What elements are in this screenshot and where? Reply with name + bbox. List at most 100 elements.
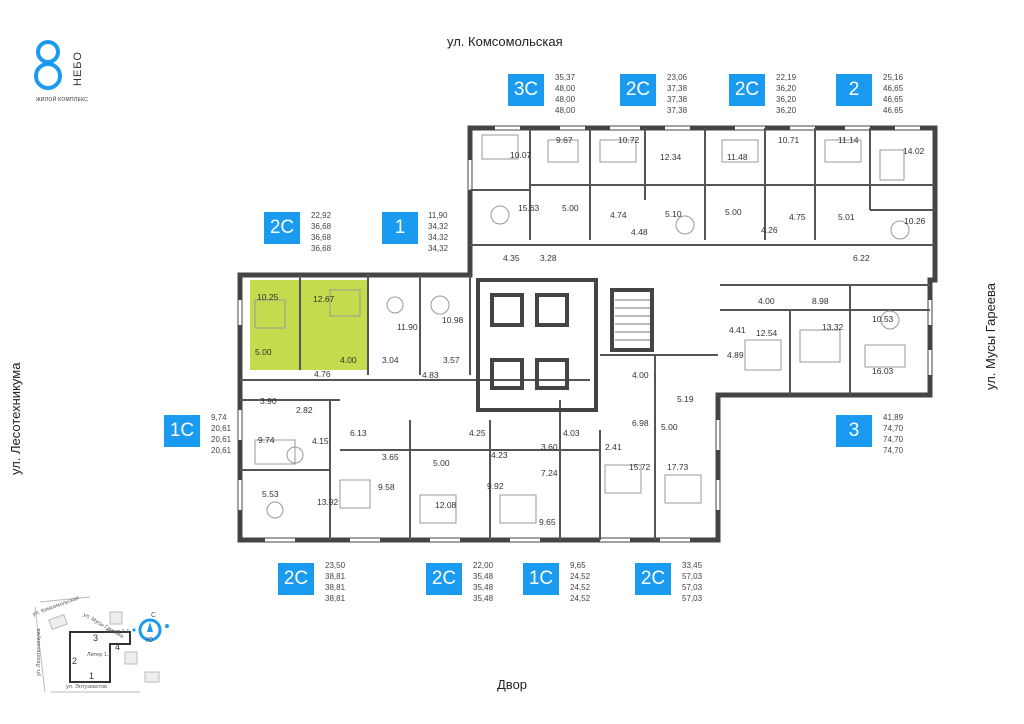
- badge-apt-3-right[interactable]: 3: [836, 415, 872, 447]
- room-area: 10.71: [778, 135, 800, 145]
- room-area: 13.32: [822, 322, 844, 332]
- room-area: 4.74: [610, 210, 627, 220]
- minimap-section-3: 3: [93, 633, 99, 643]
- interior-walls: [240, 128, 935, 540]
- room-area: 6.13: [350, 428, 367, 438]
- room-area: 4.76: [314, 369, 331, 379]
- stair-lines: [615, 299, 650, 341]
- badge-apt-2c-bottom-c[interactable]: 2С: [635, 563, 671, 595]
- minimap-section-4: 4: [115, 642, 121, 652]
- room-area: 4.00: [340, 355, 357, 365]
- room-area: 4.41: [729, 325, 746, 335]
- room-area: 6.22: [853, 253, 870, 263]
- room-area: 5.00: [433, 458, 450, 468]
- minimap-street-lesotehnikuma: ул. Лесотехникума: [36, 628, 42, 676]
- badge-apt-2c-bottom-a[interactable]: 2С: [278, 563, 314, 595]
- furniture: [254, 134, 910, 524]
- street-south: Двор: [497, 677, 528, 692]
- room-area: 6.98: [632, 418, 649, 428]
- room-area: 2.82: [296, 405, 313, 415]
- room-area: 10.25: [257, 292, 279, 302]
- room-area: 4.15: [312, 436, 329, 446]
- logo-mark: [34, 40, 62, 90]
- room-area: 12.67: [313, 294, 335, 304]
- badge-apt-2c-top-b[interactable]: 2С: [729, 74, 765, 106]
- room-area: 5.10: [665, 209, 682, 219]
- room-area: 16.03: [872, 366, 894, 376]
- room-area: 4.35: [503, 253, 520, 263]
- minimap-street-entuziastov: ул. Энтузиастов: [66, 684, 108, 690]
- windows: [238, 126, 932, 542]
- building-core: [476, 278, 654, 412]
- minimap-graphic: [34, 596, 169, 693]
- room-area: 15.72: [629, 462, 651, 472]
- room-area: 4.89: [727, 350, 744, 360]
- room-area: 2.41: [605, 442, 622, 452]
- room-area: 9.92: [487, 481, 504, 491]
- room-area: 12.34: [660, 152, 682, 162]
- room-area: 9.65: [539, 517, 556, 527]
- room-area: 17.73: [667, 462, 689, 472]
- room-area: 4.00: [632, 370, 649, 380]
- room-area: 5.00: [725, 207, 742, 217]
- room-area: 3.04: [382, 355, 399, 365]
- minimap-liter-1-1: Литер 1.1: [105, 629, 130, 635]
- badge-apt-1c-bottom[interactable]: 1С: [523, 563, 559, 595]
- room-area: 11.48: [727, 152, 748, 162]
- room-area: 4.23: [491, 450, 508, 460]
- room-area: 4.83: [422, 370, 439, 380]
- compass-south: Ю: [146, 637, 154, 644]
- room-area: 3.90: [260, 396, 277, 406]
- room-area: 5.01: [838, 212, 855, 222]
- minimap-section-2: 2: [72, 656, 78, 666]
- logo-subtitle: ЖИЛОЙ КОМПЛЕКС: [36, 97, 89, 103]
- badge-apt-3c-top[interactable]: 3С: [508, 74, 544, 106]
- compass-north: С: [151, 612, 157, 619]
- room-area: 14.02: [903, 146, 925, 156]
- room-area: 13.92: [317, 497, 339, 507]
- room-area: 10.72: [618, 135, 640, 145]
- room-area: 12.54: [756, 328, 778, 338]
- room-area: 3.57: [443, 355, 460, 365]
- badge-apt-2c-left[interactable]: 2С: [264, 212, 300, 244]
- badge-apt-1c-left[interactable]: 1С: [164, 415, 200, 447]
- room-area: 7.24: [541, 468, 558, 478]
- badge-apt-1[interactable]: 1: [382, 212, 418, 244]
- room-area: 4.26: [761, 225, 778, 235]
- badge-apt-2-top[interactable]: 2: [836, 74, 872, 106]
- room-area: 3.60: [541, 442, 558, 452]
- badge-apt-2c-top-a[interactable]: 2С: [620, 74, 656, 106]
- room-area: 10.26: [904, 216, 926, 226]
- room-area: 5.19: [677, 394, 694, 404]
- minimap-liter-1-2: Литер 1.2: [87, 652, 112, 658]
- room-area: 4.75: [789, 212, 806, 222]
- room-area: 4.48: [631, 227, 648, 237]
- room-area: 11.90: [397, 322, 418, 332]
- room-area: 15.63: [518, 203, 540, 213]
- minimap-section-1: 1: [89, 671, 95, 681]
- room-area: 9.74: [258, 435, 275, 445]
- room-area: 10.07: [510, 150, 532, 160]
- room-area: 4.00: [758, 296, 775, 306]
- room-area: 8.98: [812, 296, 829, 306]
- street-north: ул. Комсомольская: [447, 34, 563, 49]
- room-area: 4.25: [469, 428, 486, 438]
- room-area: 5.53: [262, 489, 279, 499]
- room-area: 3.28: [540, 253, 557, 263]
- room-area: 10.98: [442, 315, 464, 325]
- badge-apt-2c-bottom-b[interactable]: 2С: [426, 563, 462, 595]
- room-area: 9.67: [556, 135, 573, 145]
- room-area: 11.14: [838, 135, 859, 145]
